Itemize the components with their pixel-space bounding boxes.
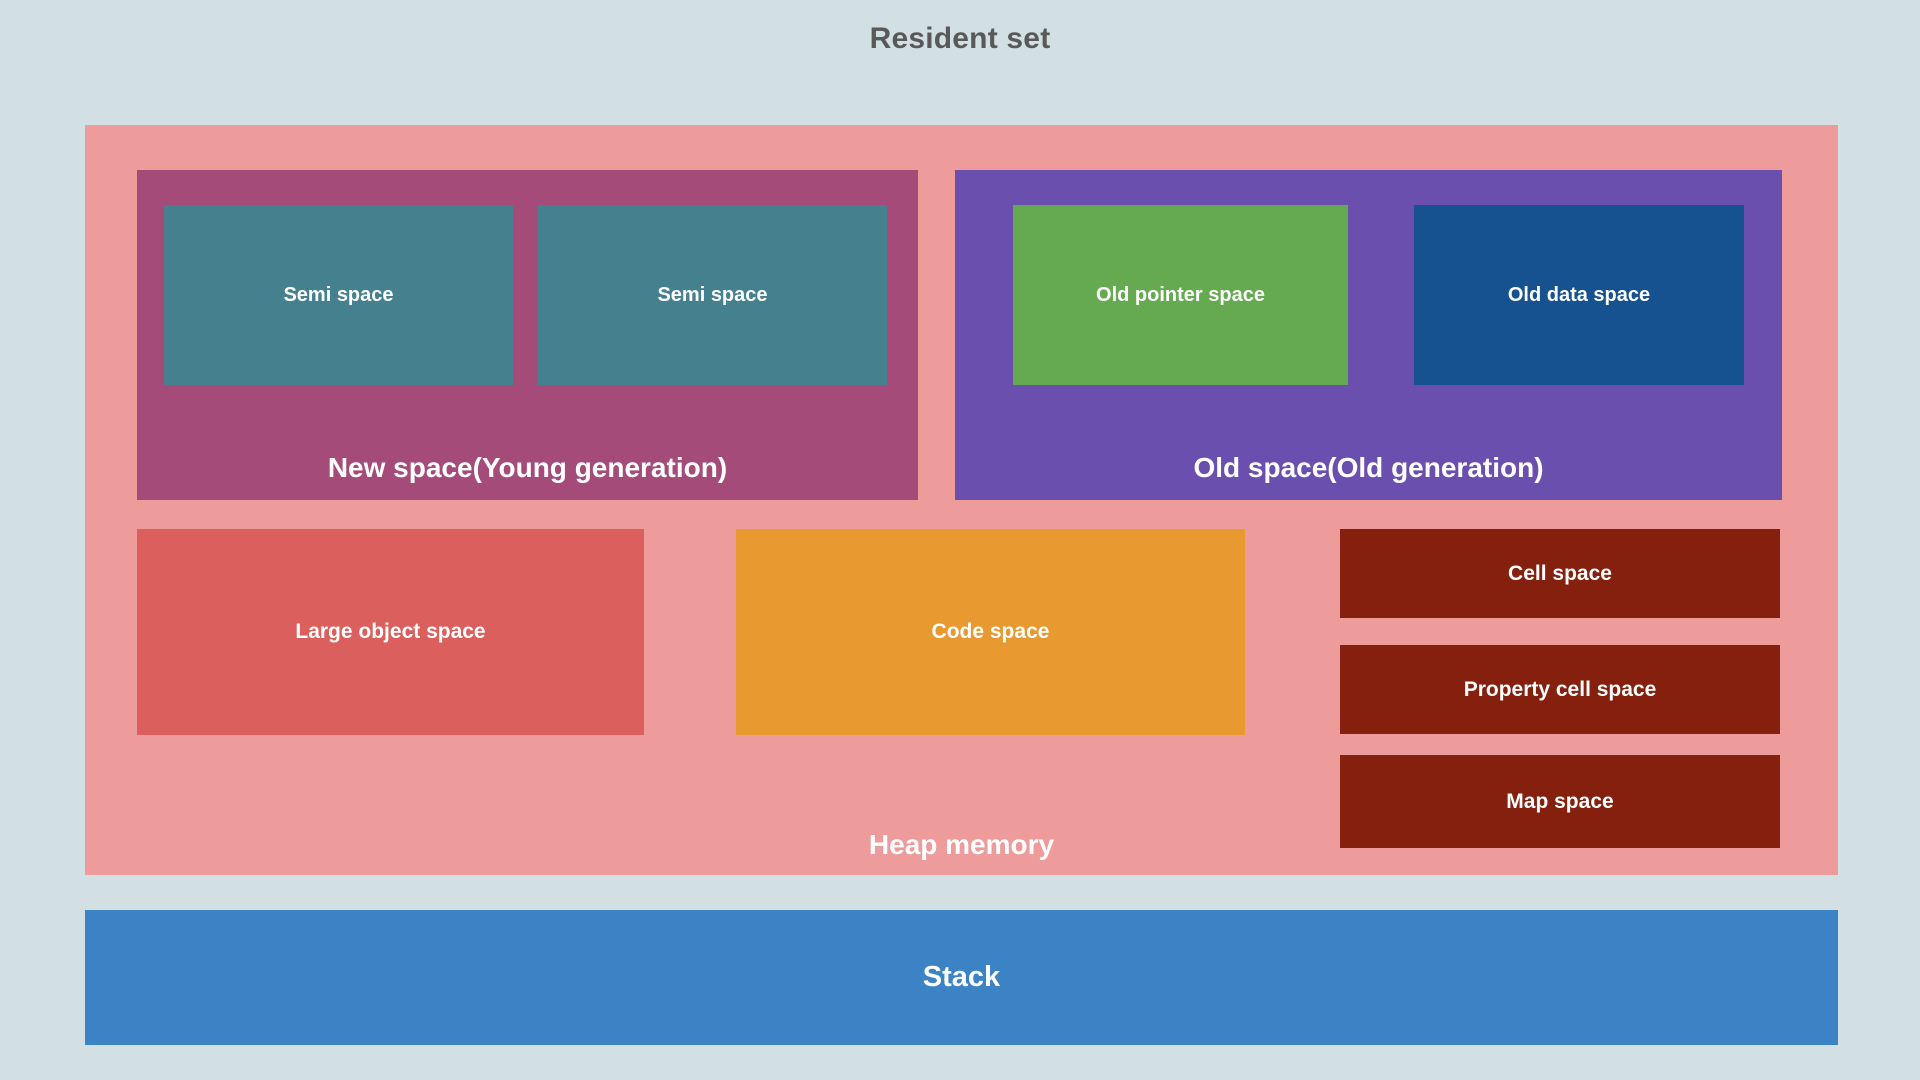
new-space-container: Semi space Semi space New space(Young ge… [137,170,918,500]
old-data-space-box: Old data space [1414,205,1744,385]
semi-space-box-2: Semi space [538,205,887,385]
large-object-space-box: Large object space [137,529,644,735]
page-title: Resident set [869,22,1051,55]
old-space-label: Old space(Old generation) [1193,452,1544,483]
heap-memory-label: Heap memory [868,829,1055,860]
map-space-box: Map space [1340,755,1780,848]
new-space-label: New space(Young generation) [327,452,728,483]
stack-box: Stack [85,910,1838,1045]
semi-space-box-1: Semi space [164,205,513,385]
cell-space-box: Cell space [1340,529,1780,618]
old-pointer-space-box: Old pointer space [1013,205,1348,385]
heap-memory-container: Semi space Semi space New space(Young ge… [85,125,1838,875]
code-space-box: Code space [736,529,1245,735]
property-cell-space-box: Property cell space [1340,645,1780,734]
old-space-container: Old pointer space Old data space Old spa… [955,170,1782,500]
